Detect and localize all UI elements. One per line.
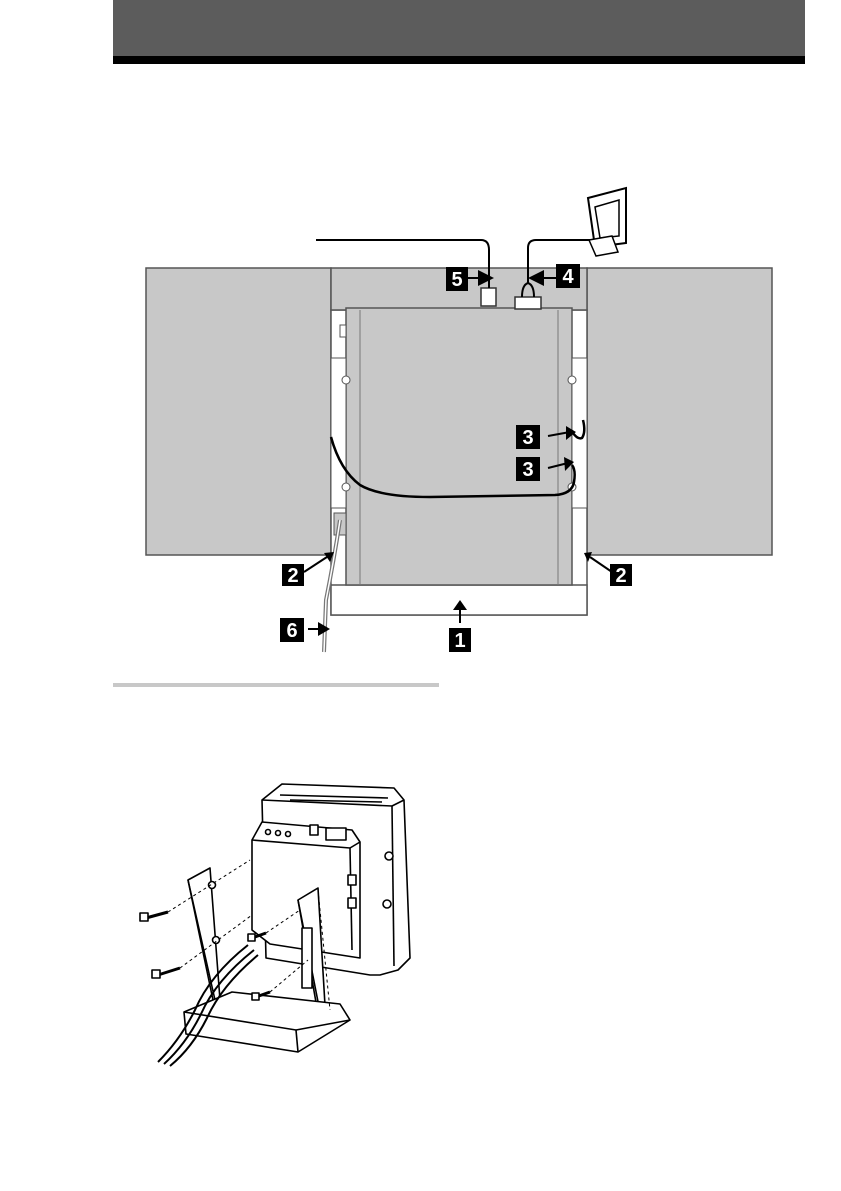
callout-3a-label: 3 bbox=[522, 427, 533, 449]
callout-1: 1 bbox=[449, 628, 471, 652]
left-speaker-panel bbox=[146, 268, 331, 555]
callout-4: 4 bbox=[556, 264, 580, 288]
plug-5 bbox=[481, 288, 496, 306]
loop-antenna bbox=[588, 188, 626, 256]
screw-1 bbox=[140, 912, 168, 921]
left-bracket bbox=[188, 868, 220, 1000]
base-tray bbox=[184, 992, 350, 1052]
callout-6: 6 bbox=[280, 618, 304, 642]
section-divider bbox=[113, 683, 439, 687]
callout-2-right: 2 bbox=[610, 564, 632, 587]
rear-chassis bbox=[252, 822, 360, 958]
callout-2-left-label: 2 bbox=[287, 565, 298, 587]
callout-5: 5 bbox=[446, 267, 468, 291]
callout-3b: 3 bbox=[516, 457, 540, 481]
right-bracket bbox=[298, 888, 326, 1025]
callout-6-label: 6 bbox=[286, 620, 297, 642]
callout-2-right-label: 2 bbox=[615, 565, 626, 587]
screw-3 bbox=[248, 933, 266, 941]
callout-2-left: 2 bbox=[282, 564, 304, 587]
main-unit-outline bbox=[262, 784, 410, 975]
plug-4 bbox=[515, 297, 541, 309]
callout-1-label: 1 bbox=[454, 630, 465, 652]
callout-5-label: 5 bbox=[451, 269, 462, 291]
rear-connection-diagram: 5 4 3 3 2 2 6 1 bbox=[0, 0, 841, 680]
callout-4-label: 4 bbox=[562, 266, 574, 288]
screw-4 bbox=[252, 992, 270, 1000]
screw-2 bbox=[152, 968, 180, 978]
callout-3b-label: 3 bbox=[522, 459, 533, 481]
right-speaker-panel bbox=[587, 268, 772, 555]
callout-3a: 3 bbox=[516, 425, 540, 449]
